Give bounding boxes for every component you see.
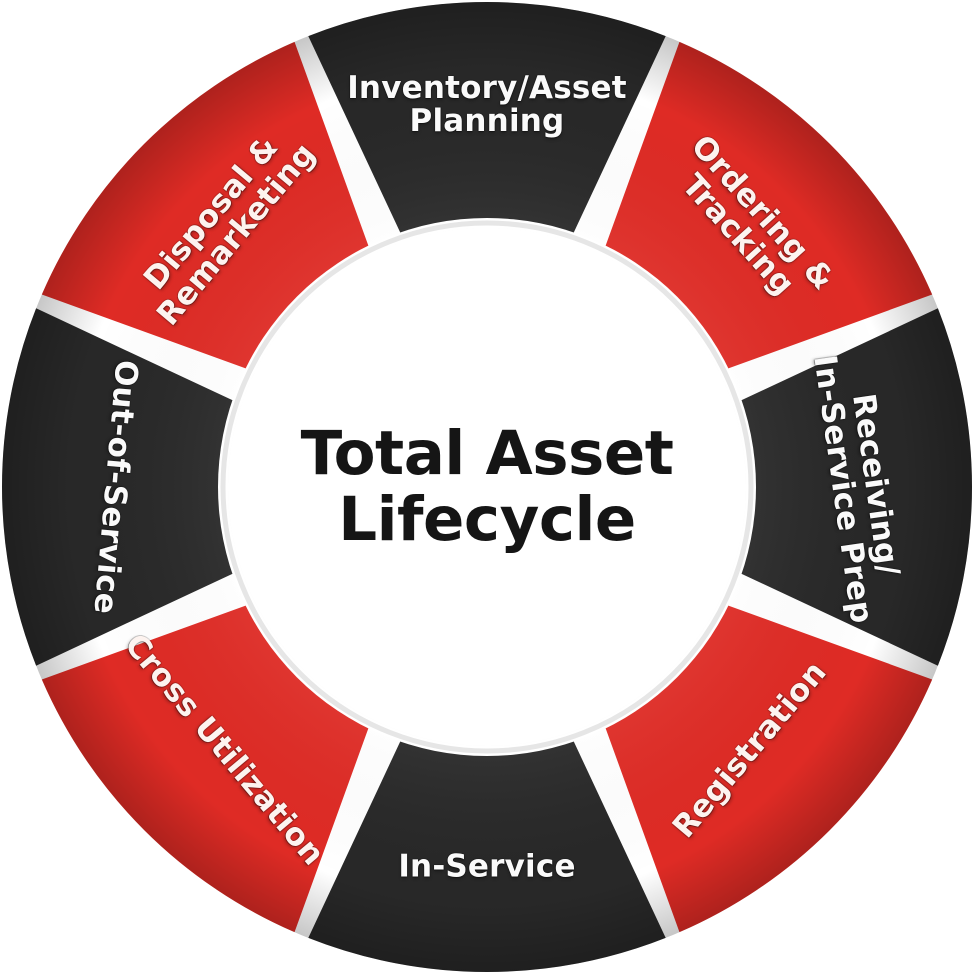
center-title: Total Asset Lifecycle: [300, 418, 674, 555]
center-disc-bevel-ring: [220, 220, 754, 754]
center-disc: Total Asset Lifecycle: [228, 228, 746, 746]
